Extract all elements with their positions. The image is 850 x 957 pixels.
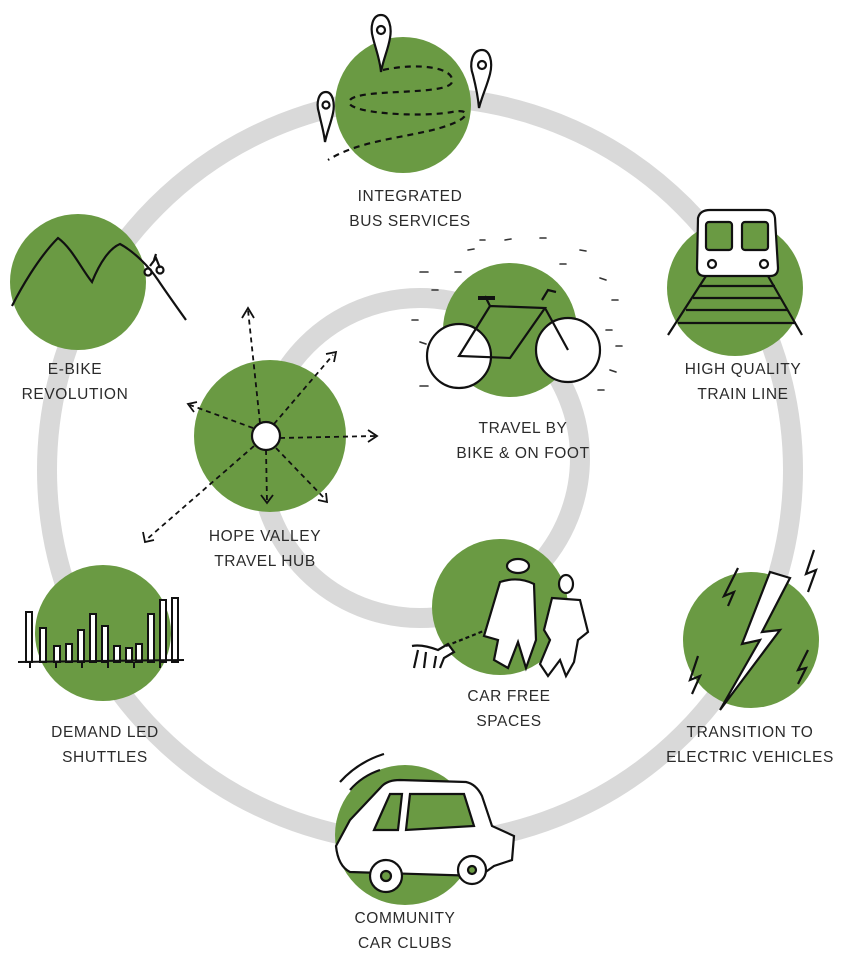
mountain-cyclist-icon bbox=[11, 236, 187, 321]
bicycle-icon bbox=[425, 288, 602, 390]
label-ev-line1: TRANSITION TO bbox=[686, 724, 814, 741]
label-shuttle-line2: SHUTTLES bbox=[62, 749, 148, 766]
label-train: HIGH QUALITY TRAIN LINE bbox=[648, 357, 838, 407]
node-train bbox=[667, 208, 803, 356]
bar-chart-icon bbox=[17, 597, 185, 668]
label-bus: INTEGRATED BUS SERVICES bbox=[315, 184, 505, 234]
label-carfree-line2: SPACES bbox=[476, 713, 542, 730]
node-carfree bbox=[411, 539, 590, 679]
label-hub-line2: TRAVEL HUB bbox=[214, 553, 316, 570]
label-carclub: COMMUNITY CAR CLUBS bbox=[310, 906, 500, 956]
label-ebike: E-BIKE REVOLUTION bbox=[0, 357, 150, 407]
label-bike: TRAVEL BY BIKE & ON FOOT bbox=[428, 416, 618, 466]
label-carclub-line1: COMMUNITY bbox=[354, 910, 456, 927]
node-carclub bbox=[334, 752, 516, 905]
motion-lines bbox=[411, 237, 623, 391]
node-bike bbox=[411, 237, 623, 397]
label-ebike-line1: E-BIKE bbox=[47, 361, 103, 378]
train-icon bbox=[667, 208, 803, 336]
label-ev: TRANSITION TO ELECTRIC VEHICLES bbox=[650, 720, 850, 770]
node-hub bbox=[142, 306, 379, 544]
label-hub: HOPE VALLEY TRAVEL HUB bbox=[170, 524, 360, 574]
label-ebike-line2: REVOLUTION bbox=[21, 386, 129, 403]
people-dog-icon bbox=[411, 557, 590, 679]
label-carclub-line2: CAR CLUBS bbox=[357, 935, 453, 952]
node-ev bbox=[683, 549, 819, 711]
node-bus bbox=[316, 13, 493, 173]
car-icon bbox=[334, 752, 516, 894]
label-bus-line2: BUS SERVICES bbox=[349, 213, 471, 230]
node-shuttle bbox=[17, 565, 185, 701]
label-bike-line1: TRAVEL BY bbox=[478, 420, 568, 437]
label-shuttle: DEMAND LED SHUTTLES bbox=[10, 720, 200, 770]
label-train-line1: HIGH QUALITY bbox=[684, 361, 802, 378]
label-train-line2: TRAIN LINE bbox=[697, 386, 789, 403]
label-carfree-line1: CAR FREE bbox=[467, 688, 551, 705]
label-bike-line2: BIKE & ON FOOT bbox=[456, 445, 590, 462]
node-ebike bbox=[10, 214, 187, 350]
lightning-icon bbox=[688, 549, 818, 711]
map-route-icon bbox=[316, 13, 493, 161]
label-ev-line2: ELECTRIC VEHICLES bbox=[666, 749, 834, 766]
label-carfree: CAR FREE SPACES bbox=[414, 684, 604, 734]
hub-arrows-icon bbox=[142, 306, 379, 544]
label-bus-line1: INTEGRATED bbox=[357, 188, 463, 205]
label-shuttle-line1: DEMAND LED bbox=[51, 724, 159, 741]
label-hub-line1: HOPE VALLEY bbox=[208, 528, 322, 545]
